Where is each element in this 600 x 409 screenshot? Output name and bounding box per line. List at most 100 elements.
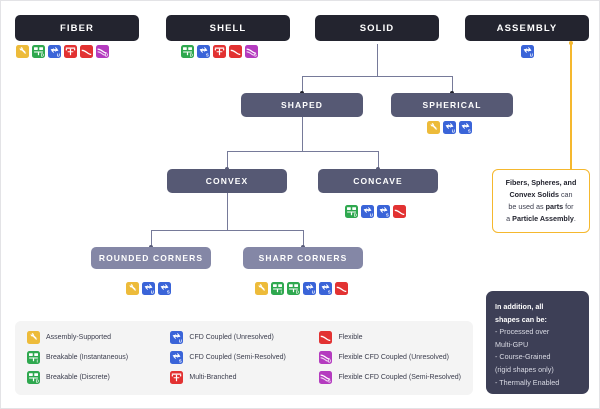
- connector-shaped-down: [302, 117, 303, 151]
- node-shaped[interactable]: SHAPED: [241, 93, 363, 117]
- assembly-supported-icon: [16, 45, 29, 58]
- callout-all-shapes-note: In addition, all shapes can be: - Proces…: [486, 291, 589, 394]
- cfd-semi-resolved-icon: S: [158, 282, 171, 295]
- legend-label: Breakable (Instantaneous): [46, 354, 129, 361]
- svg-text:U: U: [370, 213, 373, 218]
- node-spherical-label: SPHERICAL: [422, 100, 482, 110]
- node-assembly[interactable]: ASSEMBLY: [465, 15, 589, 41]
- breakable-discrete-icon: D: [181, 45, 194, 58]
- all-shapes-bullet-2b: (rigid shapes only): [495, 364, 554, 374]
- all-shapes-heading-1: In addition, all: [495, 302, 544, 311]
- node-solid-label: SOLID: [359, 22, 395, 34]
- callout-line-4: a Particle Assembly.: [499, 213, 583, 225]
- node-solid[interactable]: SOLID: [315, 15, 439, 41]
- legend-item-cfd-unresolved: U CFD Coupled (Unresolved): [170, 331, 319, 344]
- icon-row-concave: D U S: [345, 205, 406, 218]
- svg-text:D: D: [41, 53, 44, 58]
- node-shaped-label: SHAPED: [280, 100, 324, 110]
- callout-line-3-text-b: for: [563, 201, 574, 211]
- assembly-supported-icon: [27, 331, 40, 344]
- node-shell-label: SHELL: [209, 22, 247, 34]
- flexible-cfd-semi-resolved-icon: S: [319, 371, 333, 384]
- node-sharp-corners[interactable]: SHARP CORNERS: [243, 247, 363, 269]
- connector-to-sharp: [303, 230, 304, 247]
- svg-text:D: D: [190, 53, 193, 58]
- node-sharp-corners-label: SHARP CORNERS: [258, 253, 348, 263]
- flexible-cfd-unresolved-icon: U: [96, 45, 109, 58]
- connector-dot-assembly: [568, 41, 573, 45]
- svg-text:U: U: [328, 359, 331, 364]
- all-shapes-bullet-1b: Multi-GPU: [495, 339, 529, 349]
- legend-label: Flexible: [338, 334, 363, 341]
- connector-convex-horizontal: [151, 230, 303, 231]
- breakable-discrete-icon: D: [345, 205, 358, 218]
- cfd-semi-resolved-icon: S: [197, 45, 210, 58]
- svg-text:D: D: [296, 290, 299, 295]
- connector-to-shaped: [302, 76, 303, 93]
- multi-branched-icon: [64, 45, 77, 58]
- icon-row-assembly: U: [521, 45, 534, 58]
- svg-text:S: S: [386, 213, 389, 218]
- icon-row-sharp-corners: I D U S: [255, 282, 348, 295]
- legend-item-multi-branched: Multi-Branched: [170, 371, 319, 384]
- legend-label: Flexible CFD Coupled (Semi-Resolved): [338, 374, 461, 381]
- flexible-icon: [229, 45, 242, 58]
- cfd-unresolved-icon: U: [443, 121, 456, 134]
- node-convex[interactable]: CONVEX: [167, 169, 287, 193]
- callout-line-3-text-a: be used as: [508, 201, 546, 211]
- breakable-instantaneous-icon: I: [271, 282, 284, 295]
- svg-text:U: U: [179, 339, 182, 344]
- svg-text:U: U: [452, 129, 455, 134]
- svg-text:U: U: [105, 53, 108, 58]
- legend-label: Multi-Branched: [189, 374, 237, 381]
- svg-text:S: S: [206, 53, 209, 58]
- icon-row-fiber: D U U: [16, 45, 109, 58]
- cfd-unresolved-icon: U: [170, 331, 184, 344]
- node-assembly-label: ASSEMBLY: [496, 22, 558, 34]
- callout-line-1: Fibers, Spheres, and: [499, 177, 583, 189]
- connector-to-concave: [378, 151, 379, 169]
- node-concave[interactable]: CONCAVE: [318, 169, 438, 193]
- flexible-icon: [393, 205, 406, 218]
- legend-item-assembly-supported: Assembly-Supported: [27, 331, 170, 344]
- callout-line-3-bold: parts: [545, 201, 564, 211]
- cfd-semi-resolved-icon: S: [319, 282, 332, 295]
- legend-label: CFD Coupled (Unresolved): [189, 334, 274, 341]
- connector-solid-horizontal: [302, 76, 453, 77]
- callout-line-1-text: Fibers, Spheres, and: [505, 178, 577, 187]
- svg-text:I: I: [281, 290, 282, 295]
- cfd-unresolved-icon: U: [303, 282, 316, 295]
- assembly-supported-icon: [427, 121, 440, 134]
- node-rounded-corners[interactable]: ROUNDED CORNERS: [91, 247, 211, 269]
- breakable-discrete-icon: D: [27, 371, 40, 384]
- node-shell[interactable]: SHELL: [166, 15, 290, 41]
- multi-branched-icon: [213, 45, 226, 58]
- node-spherical[interactable]: SPHERICAL: [391, 93, 513, 117]
- callout-line-4-text-b: .: [573, 213, 576, 223]
- node-fiber[interactable]: FIBER: [15, 15, 139, 41]
- svg-text:S: S: [468, 129, 471, 134]
- node-fiber-label: FIBER: [60, 22, 94, 34]
- svg-text:S: S: [328, 379, 331, 384]
- node-rounded-corners-label: ROUNDED CORNERS: [98, 253, 204, 263]
- svg-text:D: D: [36, 379, 39, 384]
- connector-to-convex: [227, 151, 228, 169]
- cfd-semi-resolved-icon: S: [377, 205, 390, 218]
- svg-text:U: U: [530, 53, 533, 58]
- callout-line-4-text-a: a: [506, 213, 513, 223]
- breakable-discrete-icon: D: [32, 45, 45, 58]
- cfd-unresolved-icon: U: [142, 282, 155, 295]
- connector-to-spherical: [452, 76, 453, 93]
- legend-item-flexible-cfd-semi-resolved: S Flexible CFD Coupled (Semi-Resolved): [319, 371, 461, 384]
- flexible-icon: [319, 331, 333, 344]
- all-shapes-bullet-2: - Course-Grained: [495, 352, 551, 362]
- callout-line-2-bold: Convex Solids: [509, 189, 559, 199]
- callout-line-2-text: can: [558, 189, 573, 199]
- connector-convex-down: [227, 193, 228, 230]
- callout-line-4-bold: Particle Assembly: [512, 213, 574, 223]
